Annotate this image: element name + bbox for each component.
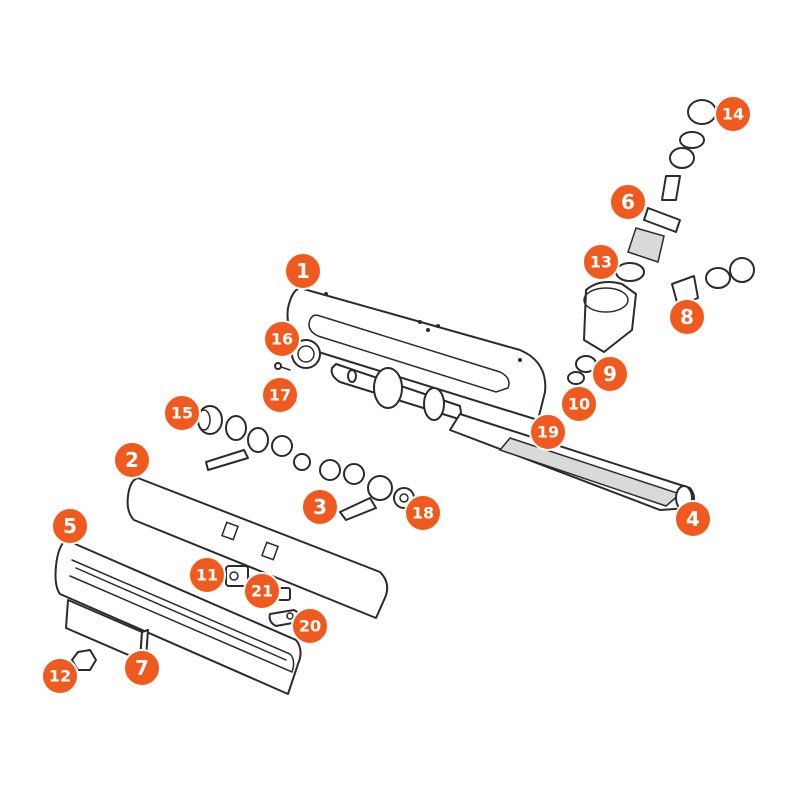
part-14-cap: [687, 99, 717, 125]
callout-1-label: 1: [296, 259, 310, 283]
callout-9-circle: [591, 355, 629, 393]
callout-11: 11: [188, 556, 226, 594]
callout-20-label: 20: [299, 617, 321, 636]
part-5-lower-rail: [54, 539, 302, 695]
callout-19-label: 19: [537, 423, 559, 442]
callout-14: 14: [714, 95, 752, 133]
part-17-screw: [274, 362, 291, 371]
callout-7: 7: [123, 649, 161, 687]
callout-5: 5: [51, 507, 89, 545]
part-19-shaft: [330, 363, 463, 421]
callout-13: 13: [582, 243, 620, 281]
callout-4: 4: [674, 500, 712, 538]
callout-16-label: 16: [271, 330, 293, 349]
part-3-tie-rod: [339, 475, 393, 521]
callout-2-label: 2: [125, 448, 139, 472]
callout-7-label: 7: [135, 656, 149, 680]
callout-8-circle: [668, 298, 706, 336]
callout-21: 21: [243, 572, 281, 610]
callout-15-circle: [163, 394, 201, 432]
callout-18-label: 18: [412, 504, 434, 523]
callout-18-circle: [404, 494, 442, 532]
left-tie-rod-assembly: [205, 415, 365, 485]
callout-6-circle: [609, 183, 647, 221]
part-2-channel: [126, 477, 389, 619]
callout-19: 19: [529, 413, 567, 451]
callout-3: 3: [301, 488, 339, 526]
callout-9: 9: [591, 355, 629, 393]
callout-8-label: 8: [680, 305, 694, 329]
callout-19-circle: [529, 413, 567, 451]
callout-8: 8: [668, 298, 706, 336]
callout-3-label: 3: [313, 495, 327, 519]
callout-21-label: 21: [251, 582, 273, 601]
callout-10-label: 10: [568, 395, 590, 414]
callout-6-label: 6: [621, 190, 635, 214]
callout-21-circle: [243, 572, 281, 610]
part-11-clip: [225, 565, 249, 587]
callout-6: 6: [609, 183, 647, 221]
callout-15: 15: [163, 394, 201, 432]
callout-12-circle: [41, 657, 79, 695]
callout-20: 20: [291, 607, 329, 645]
callout-11-circle: [188, 556, 226, 594]
part-6-pinion: [627, 131, 705, 263]
callout-16-circle: [263, 320, 301, 358]
callout-2: 2: [113, 441, 151, 479]
callout-20-circle: [291, 607, 329, 645]
callout-17-circle: [261, 376, 299, 414]
callout-10: 10: [560, 385, 598, 423]
part-15-boot: [197, 405, 223, 435]
callout-5-circle: [51, 507, 89, 545]
callout-13-circle: [582, 243, 620, 281]
callout-4-label: 4: [686, 507, 700, 531]
part-8-adjuster: [671, 257, 755, 307]
callout-16: 16: [263, 320, 301, 358]
pinion-housing: [583, 281, 637, 353]
part-4-rack-bar: [449, 413, 695, 511]
callout-14-label: 14: [722, 105, 744, 124]
callout-17: 17: [261, 376, 299, 414]
part-12-nut: [71, 649, 97, 671]
callout-12-label: 12: [49, 667, 71, 686]
callout-15-label: 15: [171, 404, 193, 423]
callout-18: 18: [404, 494, 442, 532]
callout-3-circle: [301, 488, 339, 526]
callout-10-circle: [560, 385, 598, 423]
part-1-housing: [286, 287, 547, 421]
callout-17-label: 17: [269, 386, 291, 405]
callout-1: 1: [284, 252, 322, 290]
callout-13-label: 13: [590, 253, 612, 272]
part-10-ring: [567, 371, 585, 385]
callout-1-circle: [284, 252, 322, 290]
callout-4-circle: [674, 500, 712, 538]
callout-5-label: 5: [63, 514, 77, 538]
callout-12: 12: [41, 657, 79, 695]
callout-2-circle: [113, 441, 151, 479]
callout-14-circle: [714, 95, 752, 133]
callout-7-circle: [123, 649, 161, 687]
callout-11-label: 11: [196, 566, 218, 585]
callout-9-label: 9: [603, 362, 617, 386]
part-13-seal: [615, 262, 645, 282]
